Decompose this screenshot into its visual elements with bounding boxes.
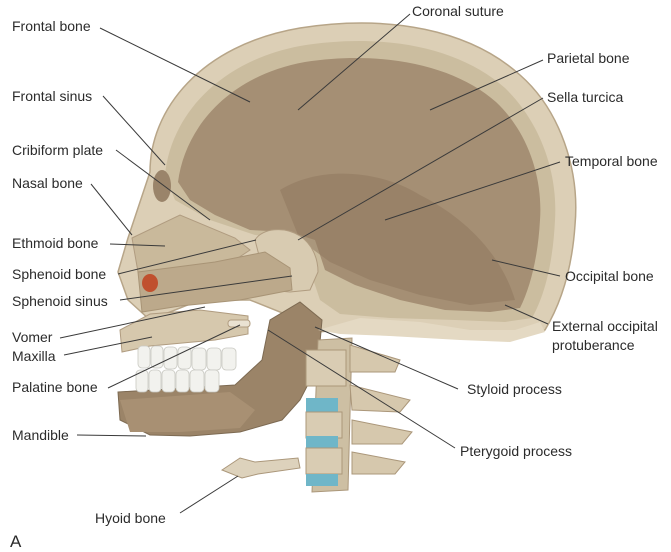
vertebra xyxy=(305,447,343,475)
maxilla-shape xyxy=(119,309,249,353)
label-cribiform-plate: Cribiform plate xyxy=(12,142,103,158)
label-pterygoid-process: Pterygoid process xyxy=(460,443,572,459)
label-sphenoid-bone: Sphenoid bone xyxy=(12,266,106,282)
leader-pterygoid-process xyxy=(267,329,456,449)
label-occipital-bone: Occipital bone xyxy=(565,268,654,284)
label-nasal-bone: Nasal bone xyxy=(12,175,83,191)
leader-hyoid-bone xyxy=(179,475,239,514)
palatine-bar xyxy=(227,319,251,328)
leader-frontal-bone xyxy=(99,27,251,103)
spinous-processes xyxy=(349,344,413,475)
leader-sphenoid-bone xyxy=(117,239,257,275)
labels: Frontal bone Coronal suture Parietal bon… xyxy=(10,3,658,551)
label-mandible: Mandible xyxy=(12,427,69,443)
label-coronal-suture: Coronal suture xyxy=(412,3,504,19)
leader-maxilla xyxy=(63,336,153,356)
label-frontal-sinus: Frontal sinus xyxy=(12,88,92,104)
panel-letter: A xyxy=(10,532,22,551)
intervertebral-disc xyxy=(306,398,338,412)
leader-styloid-process xyxy=(314,326,459,390)
label-hyoid-bone: Hyoid bone xyxy=(95,510,166,526)
leader-occipital-bone xyxy=(491,259,561,277)
vertebra xyxy=(305,349,347,387)
vertebra xyxy=(305,411,343,439)
skull-illustration xyxy=(117,22,577,493)
leader-external-occipital xyxy=(504,304,549,325)
label-vomer: Vomer xyxy=(12,329,53,345)
label-parietal-bone: Parietal bone xyxy=(547,50,630,66)
mandible-body xyxy=(120,392,255,432)
leader-parietal-bone xyxy=(429,59,544,111)
frontal-sinus-shape xyxy=(153,170,171,202)
cavity-shadow xyxy=(280,173,515,305)
leader-ethmoid-bone xyxy=(109,243,166,247)
label-frontal-bone: Frontal bone xyxy=(12,18,91,34)
leader-nasal-bone xyxy=(90,183,133,236)
sphenoid-region xyxy=(137,251,293,313)
label-styloid-process: Styloid process xyxy=(467,381,562,397)
label-external-occipital-line2: protuberance xyxy=(552,337,635,353)
label-maxilla: Maxilla xyxy=(12,348,56,364)
label-palatine-bone: Palatine bone xyxy=(12,379,98,395)
intervertebral-disc xyxy=(306,436,338,448)
leader-vomer xyxy=(59,306,206,339)
leader-coronal-suture xyxy=(297,13,411,111)
label-temporal-bone: Temporal bone xyxy=(565,153,658,169)
leader-sella-turcica xyxy=(297,97,544,241)
leader-temporal-bone xyxy=(384,161,561,221)
label-sella-turcica: Sella turcica xyxy=(547,89,623,105)
leader-mandible xyxy=(76,434,147,437)
leader-cribiform-plate xyxy=(115,149,211,221)
leader-sphenoid-sinus xyxy=(119,275,293,301)
skull-base-band xyxy=(318,318,545,342)
label-external-occipital-line1: External occipital xyxy=(552,318,658,334)
label-ethmoid-bone: Ethmoid bone xyxy=(12,235,99,251)
label-sphenoid-sinus: Sphenoid sinus xyxy=(12,293,108,309)
leader-frontal-sinus xyxy=(102,95,166,166)
hyoid-shape xyxy=(220,457,301,479)
leader-palatine-bone xyxy=(107,324,241,389)
intervertebral-disc xyxy=(306,474,338,486)
leader-lines xyxy=(59,13,561,514)
cervical-spine xyxy=(305,337,413,493)
teeth xyxy=(135,345,237,393)
sphenoid-sinus-spot xyxy=(142,274,158,292)
